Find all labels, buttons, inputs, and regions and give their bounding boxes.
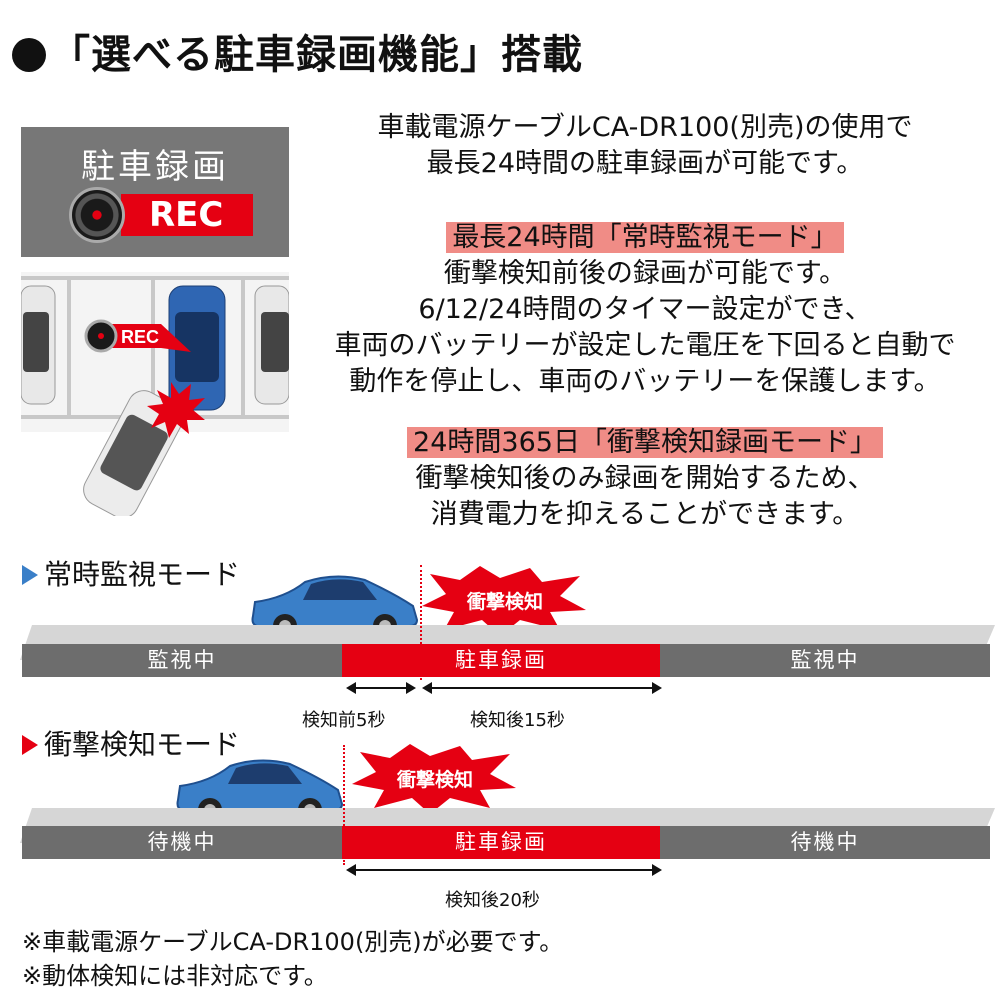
- always-mode-line: 車両のバッテリーが設定した電圧を下回ると自動で: [334, 330, 956, 361]
- after-duration-label: 検知後15秒: [470, 710, 565, 731]
- parked-car-right-icon: [254, 285, 290, 405]
- detection-marker-line: [420, 565, 422, 680]
- parking-illustration: REC: [20, 272, 290, 519]
- timeline-segment-recording: 駐車録画: [342, 826, 660, 859]
- impact-burst-icon: [147, 382, 205, 438]
- camera-lens-icon: [69, 187, 125, 243]
- bullet-icon: [12, 38, 46, 72]
- footnote: ※動体検知には非対応です。: [22, 962, 328, 990]
- impact-burst-label-icon: 衝撃検知: [352, 744, 516, 814]
- intro-line: 車載電源ケーブルCA-DR100(別売)の使用で: [377, 112, 913, 143]
- parked-car-left-icon: [20, 285, 56, 405]
- intro-line: 最長24時間の駐車録画が可能です。: [426, 148, 864, 179]
- always-mode-line: 動作を停止し、車両のバッテリーを保護します。: [349, 366, 941, 397]
- mode-label-always: 常時監視モード: [22, 553, 240, 593]
- footnote: ※車載電源ケーブルCA-DR100(別売)が必要です。: [22, 928, 564, 956]
- timeline-segment: 監視中: [660, 644, 990, 677]
- timeline-segment: 監視中: [22, 644, 342, 677]
- mode-label-impact: 衝撃検知モード: [22, 723, 240, 763]
- detection-marker-line: [343, 745, 345, 865]
- always-mode-heading: 最長24時間「常時監視モード」: [446, 222, 844, 253]
- blue-triangle-icon: [22, 565, 38, 585]
- timeline-segment: 待機中: [22, 826, 342, 859]
- timeline-segment-recording: 駐車録画: [342, 644, 660, 677]
- duration-arrows-1: [346, 682, 662, 694]
- intro-text: 車載電源ケーブルCA-DR100(別売)の使用で 最長24時間の駐車録画が可能で…: [300, 110, 990, 182]
- red-triangle-icon: [22, 735, 38, 755]
- impact-mode-line: 消費電力を抑えることができます。: [430, 499, 860, 530]
- always-mode-description: 最長24時間「常時監視モード」 衝撃検知前後の録画が可能です。 6/12/24時…: [300, 220, 990, 400]
- before-duration-label: 検知前5秒: [302, 710, 386, 731]
- parking-lot-graphic: REC: [20, 272, 290, 519]
- duration-arrow-2: [346, 864, 662, 876]
- impact-label: 衝撃検知: [396, 768, 473, 791]
- always-mode-line: 衝撃検知前後の録画が可能です。: [443, 258, 847, 289]
- impact-mode-line: 衝撃検知後のみ録画を開始するため、: [415, 463, 875, 494]
- impact-burst-label-icon: 衝撃検知: [422, 566, 586, 636]
- parked-car-blue-icon: [168, 285, 226, 411]
- always-mode-line: 6/12/24時間のタイマー設定ができ、: [418, 294, 872, 325]
- rec-label: REC: [121, 194, 253, 236]
- parking-rec-text: REC: [121, 327, 159, 347]
- after-duration-label: 検知後20秒: [445, 890, 540, 911]
- timeline-segment: 待機中: [660, 826, 990, 859]
- impact-mode-description: 24時間365日「衝撃検知録画モード」 衝撃検知後のみ録画を開始するため、 消費…: [300, 425, 990, 533]
- impact-label: 衝撃検知: [466, 590, 543, 613]
- parking-rec-panel: 駐車録画 REC: [21, 127, 289, 257]
- panel-title: 駐車録画: [81, 147, 229, 187]
- impact-mode-heading: 24時間365日「衝撃検知録画モード」: [407, 427, 883, 458]
- page-title: 「選べる駐車録画機能」搭載: [12, 22, 583, 80]
